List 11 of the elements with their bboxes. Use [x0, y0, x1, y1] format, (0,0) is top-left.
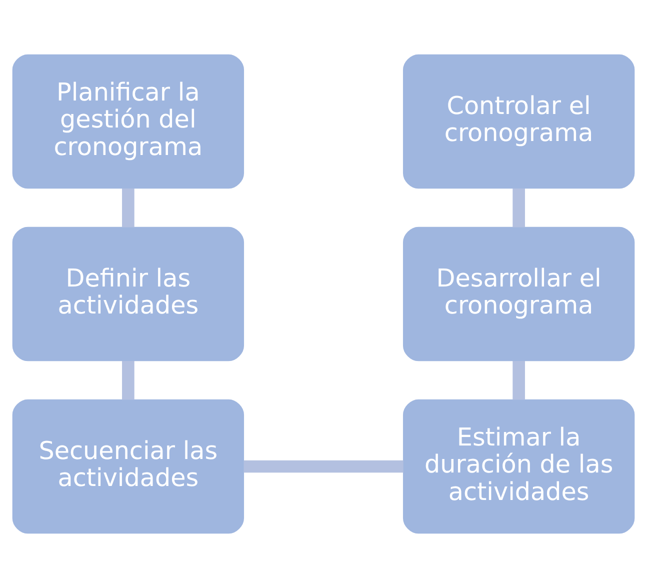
connector: [122, 360, 134, 400]
node-box: Planificar la gestión del cronograma: [12, 54, 244, 189]
node-box: Secuenciar las actividades: [12, 399, 244, 534]
connector: [512, 360, 525, 400]
node-box: Desarrollar el cronograma: [402, 226, 635, 362]
connector: [122, 188, 134, 228]
connector: [244, 460, 404, 473]
node-box: Definir las actividades: [12, 226, 244, 362]
node-box: Controlar el cronograma: [402, 54, 635, 189]
connector: [512, 188, 525, 228]
node-box: Estimar la duración de las actividades: [402, 399, 635, 534]
